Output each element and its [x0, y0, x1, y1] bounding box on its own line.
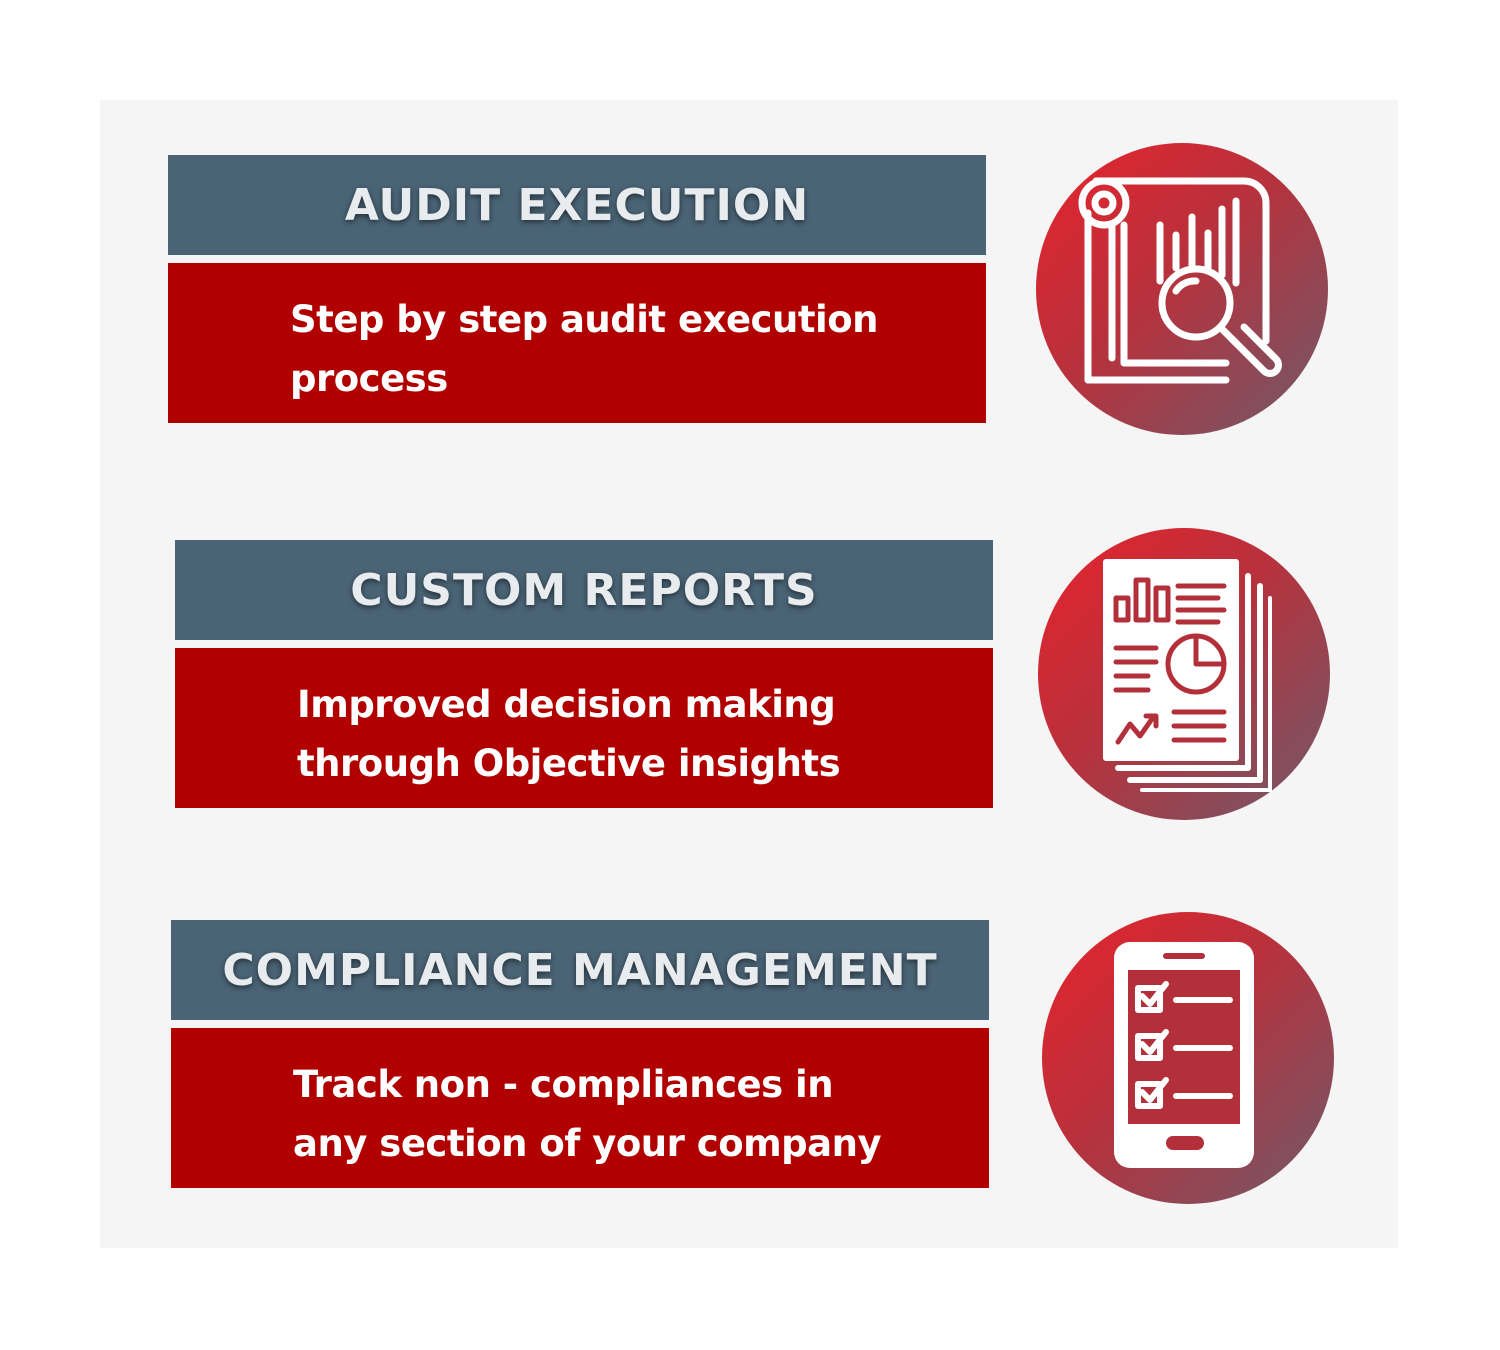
feature-title: COMPLIANCE MANAGEMENT — [171, 920, 989, 1020]
feature-description: Improved decision making through Objecti… — [175, 648, 993, 808]
feature-description-line: through Objective insights — [297, 742, 841, 785]
feature-card-audit-execution: AUDIT EXECUTION Step by step audit execu… — [168, 155, 986, 423]
feature-description-line: Improved decision making — [297, 683, 836, 726]
feature-description-line: Track non - compliances in — [293, 1063, 834, 1106]
feature-card-compliance-management: COMPLIANCE MANAGEMENT Track non - compli… — [171, 920, 989, 1188]
feature-title: CUSTOM REPORTS — [175, 540, 993, 640]
report-magnifier-icon — [1036, 143, 1328, 435]
analytics-report-icon — [1038, 528, 1330, 820]
feature-card-custom-reports: CUSTOM REPORTS Improved decision making … — [175, 540, 993, 808]
feature-title: AUDIT EXECUTION — [168, 155, 986, 255]
feature-description: Track non - compliances in any section o… — [171, 1028, 989, 1188]
mobile-checklist-icon — [1042, 912, 1334, 1204]
feature-description-line: process — [290, 357, 448, 400]
feature-description-line: Step by step audit execution — [290, 298, 878, 341]
feature-description-line: any section of your company — [293, 1122, 882, 1165]
feature-description: Step by step audit execution process — [168, 263, 986, 423]
